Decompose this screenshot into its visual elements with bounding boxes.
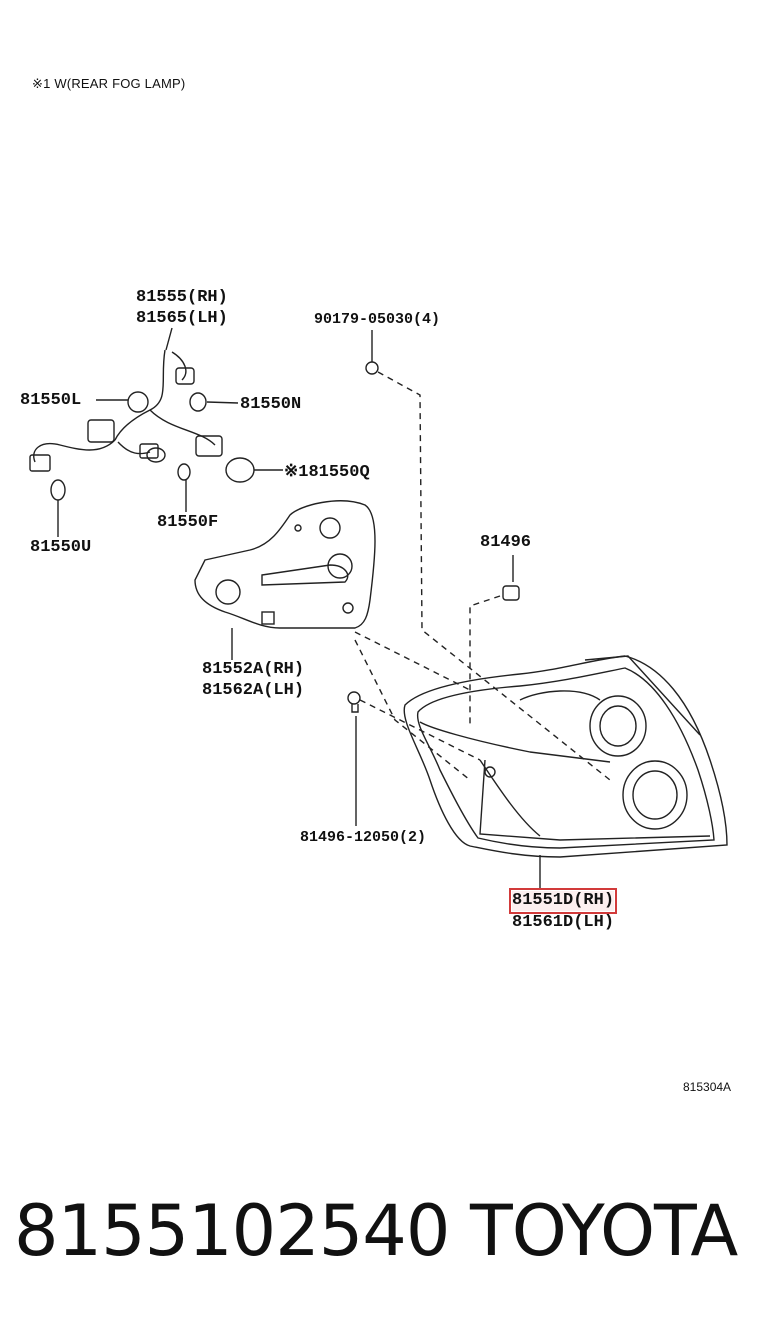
label-bulb-u: 81550U xyxy=(30,538,92,557)
brand-name: TOYOTA xyxy=(470,1190,738,1272)
label-bulb-f: 81550F xyxy=(157,513,219,532)
rear-fog-lamp-note: ※1 W(REAR FOG LAMP) xyxy=(32,76,186,91)
tail-lamp-housing xyxy=(403,655,728,858)
label-clip: 81496 xyxy=(480,533,532,552)
label-bulb-q: ※181550Q xyxy=(284,463,370,482)
gasket-plate xyxy=(194,500,376,629)
label-socket-rh: 81555(RH) xyxy=(136,288,228,307)
diagram-code: 815304A xyxy=(683,1080,732,1094)
label-gasket-rh: 81552A(RH) xyxy=(202,660,305,679)
label-lamp-lh: 81561D(LH) xyxy=(512,913,615,932)
label-bulb-n: 81550N xyxy=(240,395,302,414)
label-socket-lh: 81565(LH) xyxy=(136,309,228,328)
label-screw: 90179-05030(4) xyxy=(314,311,441,328)
label-bulb-l: 81550L xyxy=(20,391,82,410)
fasteners xyxy=(347,361,520,713)
label-gasket-lh: 81562A(LH) xyxy=(202,681,305,700)
label-lamp-rh[interactable]: 81551D(RH) xyxy=(508,888,618,914)
part-number: 8155102540 xyxy=(14,1190,450,1272)
leader-lines xyxy=(57,327,541,890)
dashed-guides xyxy=(354,371,611,781)
wire-harness xyxy=(29,349,223,472)
label-nut: 81496-12050(2) xyxy=(300,829,427,846)
